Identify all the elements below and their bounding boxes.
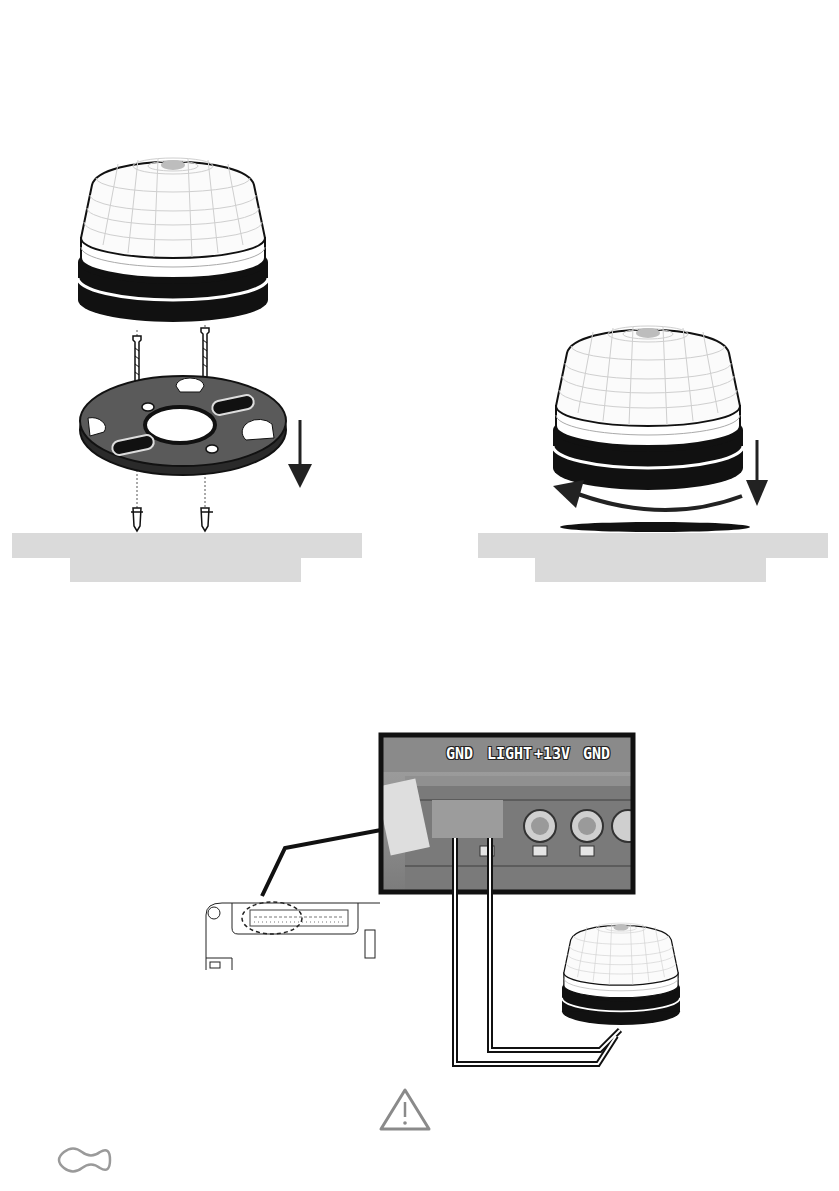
wall-anchors (131, 508, 213, 531)
zoom-leader (262, 830, 381, 896)
brand-logo (59, 1149, 110, 1172)
down-arrow (288, 420, 312, 488)
rotation-arrow (553, 440, 768, 510)
beacon-light (553, 326, 743, 490)
beacon-light (78, 158, 268, 322)
shadow (560, 522, 750, 532)
caption-bands (12, 533, 828, 582)
warning-symbol (381, 1090, 429, 1129)
mounting-plate (80, 376, 286, 475)
zoom-frame (381, 735, 633, 892)
pcb-outline (206, 903, 380, 970)
highlight-circle (242, 902, 302, 934)
terminal-label: +13V (534, 745, 570, 763)
beacon-light (562, 923, 680, 1025)
terminal-label: GND (583, 745, 610, 763)
terminal-label: GND (446, 745, 473, 763)
terminal-photo (383, 737, 631, 890)
terminal-label: LIGHT (487, 745, 532, 763)
